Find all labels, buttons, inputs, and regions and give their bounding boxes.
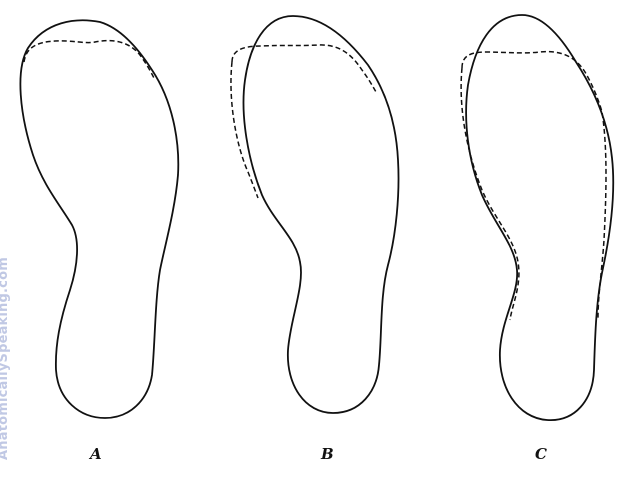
- footprint-a-dashed-outline: [23, 39, 156, 81]
- panel-label-c: C: [535, 445, 547, 463]
- footprint-c-dashed-outline: [460, 50, 607, 321]
- panel-label-b: B: [320, 445, 334, 463]
- watermark-text: AnatomicallySpeaking.com: [0, 257, 11, 460]
- footprint-panel-c: C: [460, 14, 615, 463]
- panel-label-a: A: [88, 445, 102, 463]
- footprint-c-solid-outline: [465, 14, 615, 421]
- footprint-b-solid-outline: [242, 15, 400, 414]
- footprint-panel-a: A: [19, 19, 180, 463]
- footprint-panel-b: B: [230, 15, 400, 463]
- footprint-a-solid-outline: [19, 19, 180, 419]
- footprint-b-dashed-outline: [230, 44, 377, 199]
